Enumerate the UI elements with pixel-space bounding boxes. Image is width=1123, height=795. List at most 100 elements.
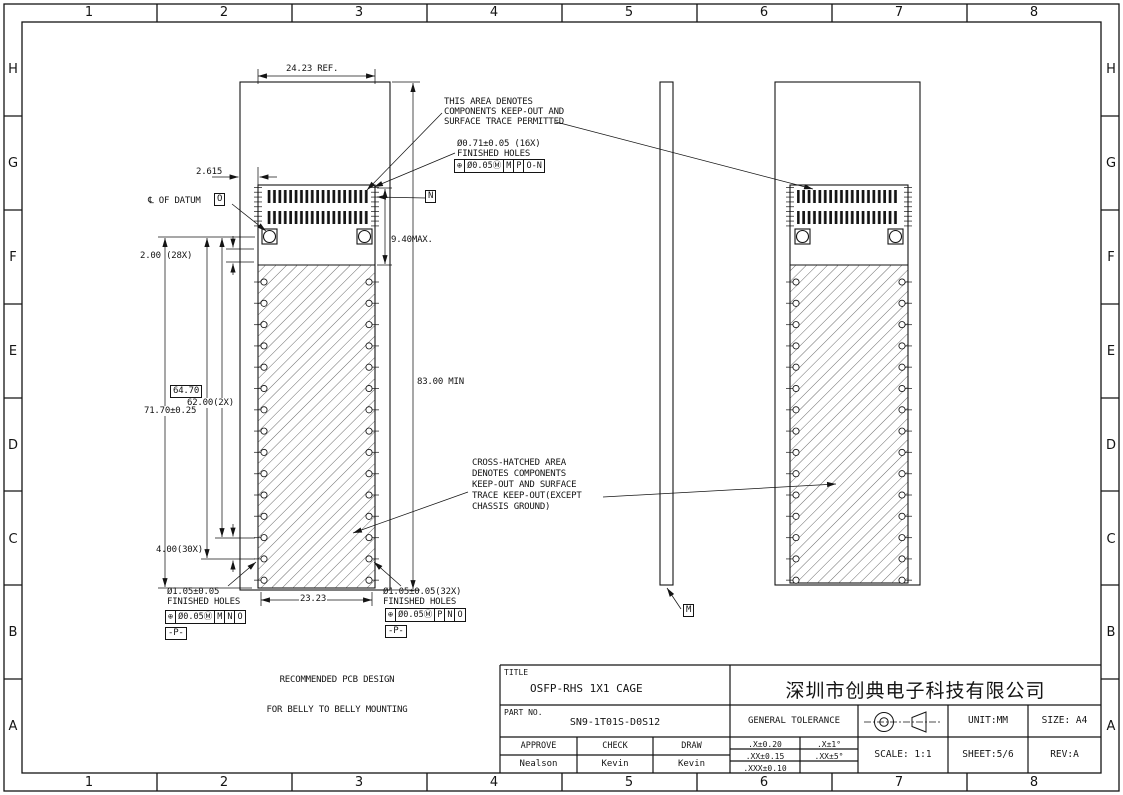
zone-col-3b: 3 xyxy=(354,775,364,790)
pad-row xyxy=(797,211,899,224)
dim-offset: 2.615 xyxy=(196,167,223,177)
zone-col-2: 2 xyxy=(219,5,229,20)
border-frame xyxy=(3,3,1120,792)
zone-col-8: 8 xyxy=(1029,5,1039,20)
company-name: 深圳市创典电子科技有限公司 xyxy=(785,680,1046,702)
tol-x: .X±0.20 xyxy=(748,740,782,749)
right-pcb-view xyxy=(774,81,921,586)
rev-value: REV:A xyxy=(1050,749,1079,760)
holes-right-callout-line1: Ø1.05±0.05(32X) xyxy=(383,587,462,597)
zone-col-5: 5 xyxy=(624,5,634,20)
sheet-value: SHEET:5/6 xyxy=(962,749,1014,760)
zone-row-br: B xyxy=(1106,625,1116,640)
zone-row-h: H xyxy=(8,62,18,77)
zone-row-hr: H xyxy=(1106,62,1116,77)
approve-name: Nealson xyxy=(519,759,558,769)
zone-col-6b: 6 xyxy=(759,775,769,790)
zone-col-7b: 7 xyxy=(894,775,904,790)
zone-row-d: D xyxy=(7,438,18,453)
left-pcb-view xyxy=(239,81,391,591)
zone-col-4: 4 xyxy=(489,5,499,20)
mounting-hole xyxy=(795,229,810,244)
dim-2323: 23.23 xyxy=(299,594,328,604)
crosshatch-note-line3: KEEP-OUT AND SURFACE xyxy=(472,480,577,490)
zone-row-dr: D xyxy=(1105,438,1116,453)
check-label: CHECK xyxy=(602,741,628,751)
zone-row-b: B xyxy=(8,625,18,640)
datum-flag-n: N xyxy=(425,190,437,203)
zone-row-f: F xyxy=(9,250,17,265)
zone-row-g: G xyxy=(7,156,19,171)
crosshatch-note-line4: TRACE KEEP-OUT(EXCEPT xyxy=(472,491,582,501)
draw-label: DRAW xyxy=(681,741,702,751)
leader-lines xyxy=(227,112,837,610)
projection-symbol-icon xyxy=(864,711,942,733)
pcb-caption: RECOMMENDED PCB DESIGN FOR BELLY TO BELL… xyxy=(242,655,432,725)
holes-left-callout-line2: FINISHED HOLES xyxy=(167,597,241,607)
zone-col-5b: 5 xyxy=(624,775,634,790)
holes16-callout-line2: FINISHED HOLES xyxy=(457,149,531,159)
keepout-hatch-right xyxy=(790,265,908,583)
crosshatch-note-line2: DENOTES COMPONENTS xyxy=(472,469,566,479)
approve-label: APPROVE xyxy=(520,741,557,751)
side-view xyxy=(659,81,674,586)
part-no: SN9-1T01S-D0S12 xyxy=(569,717,661,728)
hole-column xyxy=(260,278,268,584)
zone-row-e: E xyxy=(8,344,18,359)
mounting-hole xyxy=(262,229,277,244)
zone-col-2b: 2 xyxy=(219,775,229,790)
crosshatch-note-line1: CROSS-HATCHED AREA xyxy=(472,458,566,468)
pad-row xyxy=(797,190,899,203)
dim-length-min: 83.00 MIN xyxy=(417,377,464,387)
datum-flag-p-right: -P- xyxy=(385,625,407,638)
dim-width-ref: 24.23 REF. xyxy=(286,64,339,74)
zone-col-6: 6 xyxy=(759,5,769,20)
holes16-callout-line1: Ø0.71±0.05 (16X) xyxy=(457,139,541,149)
pcb-caption-line2: FOR BELLY TO BELLY MOUNTING xyxy=(266,705,408,715)
tol-xx: .XX±0.15 xyxy=(745,752,785,761)
unit-value: UNIT:MM xyxy=(967,715,1009,726)
dim-pitch-bottom: 4.00(30X) xyxy=(156,545,203,555)
hole-column xyxy=(898,278,906,584)
zone-row-a: A xyxy=(8,719,18,734)
dim-pitch-top: 2.00 (28X) xyxy=(140,251,193,261)
tol-x-deg: .X±1° xyxy=(816,740,842,749)
zone-row-fr: F xyxy=(1107,250,1115,265)
zone-row-c: C xyxy=(8,532,18,547)
keepout-note-line2: COMPONENTS KEEP-OUT AND xyxy=(444,107,565,117)
title-block-lines xyxy=(499,664,1101,773)
title-label: TITLE xyxy=(504,668,529,677)
zone-col-3: 3 xyxy=(354,5,364,20)
drawing-title: OSFP-RHS 1X1 CAGE xyxy=(530,682,643,695)
dim-7170: 71.70±0.25 xyxy=(143,406,198,416)
general-tolerance-label: GENERAL TOLERANCE xyxy=(747,716,841,726)
dim-basic-6470: 64.70 xyxy=(170,385,203,398)
zone-row-ar: A xyxy=(1106,719,1116,734)
keepout-note-line3: SURFACE TRACE PERMITTED xyxy=(444,117,565,127)
zone-col-4b: 4 xyxy=(489,775,499,790)
pad-row xyxy=(266,211,368,224)
crosshatch-note-line5: CHASSIS GROUND) xyxy=(472,502,551,512)
holes-right-callout-line2: FINISHED HOLES xyxy=(383,597,457,607)
hole-column xyxy=(792,278,800,584)
part-no-label: PART NO. xyxy=(504,708,543,717)
zone-col-1: 1 xyxy=(84,5,94,20)
draw-name: Kevin xyxy=(677,759,706,769)
keepout-note-line1: THIS AREA DENOTES xyxy=(444,97,533,107)
tol-xxx: .XXX±0.10 xyxy=(743,764,787,773)
zone-col-1b: 1 xyxy=(84,775,94,790)
zone-row-cr: C xyxy=(1106,532,1116,547)
zone-row-er: E xyxy=(1106,344,1116,359)
dim-6200: 62.00(2X) xyxy=(186,398,235,408)
check-name: Kevin xyxy=(601,759,629,769)
mounting-hole xyxy=(357,229,372,244)
datum-flag-p-left: -P- xyxy=(165,627,187,640)
zone-col-7: 7 xyxy=(894,5,904,20)
hole-column xyxy=(365,278,373,584)
mounting-hole xyxy=(888,229,903,244)
dim-height-max: 9.40MAX. xyxy=(391,235,433,245)
datum-flag-o: O xyxy=(214,193,226,206)
